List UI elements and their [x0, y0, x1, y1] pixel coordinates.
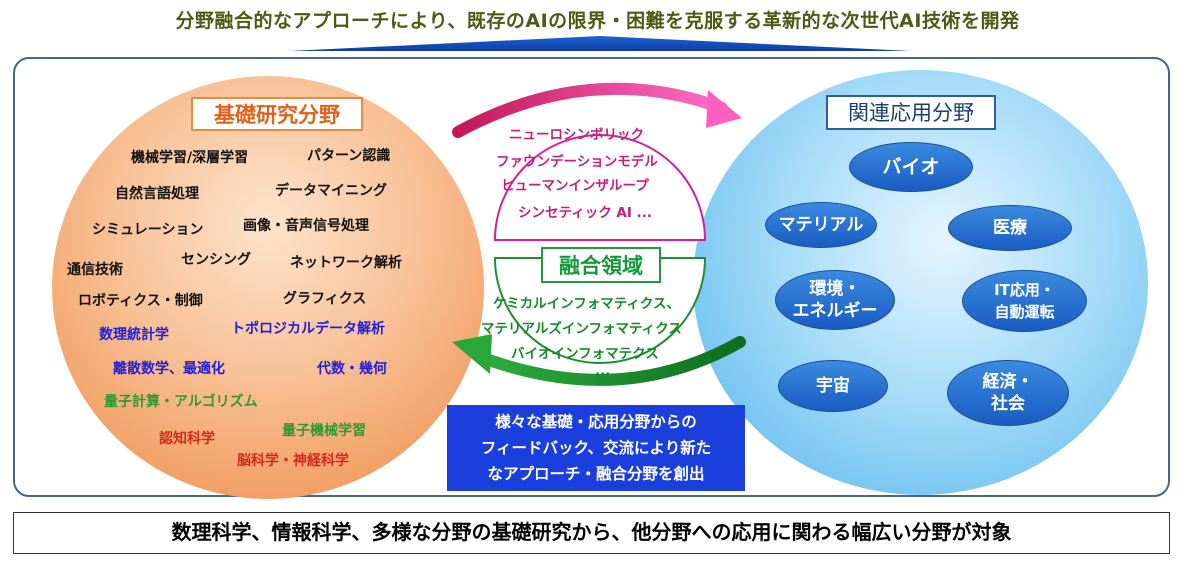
- fusion-lower-half: [493, 257, 707, 364]
- term-tda: トポロジカルデータ解析: [231, 321, 385, 337]
- fusion-lower-item: ...: [595, 363, 611, 379]
- term-quantum-computing: 量子計算・アルゴリズム: [104, 394, 258, 410]
- fusion-upper-item: シンセティック AI ...: [518, 205, 652, 221]
- fusion-upper-half: [493, 134, 707, 241]
- feedback-box: 様々な基礎・応用分野からの フィードバック、交流により新た なアプローチ・融合分…: [447, 405, 745, 491]
- fusion-lower-item: マテリアルズインフォマティクス: [481, 321, 682, 337]
- top-title: 分野融合的なアプローチにより、既存のAIの限界・困難を克服する革新的な次世代AI…: [175, 10, 1020, 32]
- top-wedge-arrow: [290, 36, 910, 51]
- term-sensing: センシング: [181, 252, 251, 268]
- term-neuroscience: 脳科学・神経科学: [237, 453, 349, 469]
- term-discrete: 離散数学、最適化: [113, 361, 225, 377]
- term-algebra: 代数・幾何: [317, 361, 387, 377]
- fusion-upper-item: ニューロシンボリック: [509, 127, 644, 143]
- field-medical-oval: 医療: [948, 205, 1072, 251]
- basic-research-label: 基礎研究分野: [191, 97, 363, 131]
- basic-research-circle: [52, 76, 484, 499]
- main-frame: [13, 57, 1170, 497]
- fusion-upper-item: ヒューマンインザループ: [501, 178, 649, 194]
- term-communication: 通信技術: [67, 262, 123, 278]
- fusion-diagram: [452, 82, 746, 386]
- green-arrow-head: [452, 334, 492, 374]
- fusion-lower-item: バイオインフォマテクス: [511, 346, 659, 362]
- term-nlp: 自然言語処理: [115, 186, 199, 202]
- field-bio-oval: バイオ: [849, 142, 973, 192]
- applied-fields-label: 関連応用分野: [826, 95, 996, 130]
- term-graphics: グラフィクス: [283, 291, 367, 307]
- term-ml-dl: 機械学習/深層学習: [131, 150, 249, 166]
- field-it-oval: IT応用・ 自動運転: [962, 270, 1087, 332]
- field-economy-oval: 経済・ 社会: [947, 360, 1069, 426]
- term-cognitive: 認知科学: [159, 431, 215, 447]
- pink-arrow-head: [706, 90, 742, 128]
- field-space-oval: 宇宙: [778, 360, 888, 412]
- green-curved-arrow: [472, 336, 746, 386]
- fusion-lower-item: ケミカルインフォマティクス、: [493, 296, 680, 312]
- term-datamining: データマイニング: [275, 183, 387, 199]
- term-pattern: パターン認識: [307, 148, 391, 164]
- footer-summary: 数理科学、情報科学、多様な分野の基礎研究から、他分野への応用に関わる幅広い分野が…: [13, 512, 1170, 554]
- term-simulation: シミュレーション: [92, 222, 204, 238]
- fusion-upper-item: ファウンデーションモデル: [496, 154, 658, 170]
- field-environment-oval: 環境・ エネルギー: [775, 270, 895, 330]
- term-robotics: ロボティクス・制御: [78, 293, 203, 309]
- term-image-audio: 画像・音声信号処理: [243, 218, 369, 234]
- term-quantum-ml: 量子機械学習: [282, 423, 366, 439]
- term-math-stat: 数理統計学: [99, 327, 169, 343]
- pink-curved-arrow: [452, 82, 728, 138]
- fusion-label: 融合領域: [541, 247, 661, 283]
- term-network: ネットワーク解析: [290, 255, 402, 271]
- field-material-oval: マテリアル: [765, 202, 877, 248]
